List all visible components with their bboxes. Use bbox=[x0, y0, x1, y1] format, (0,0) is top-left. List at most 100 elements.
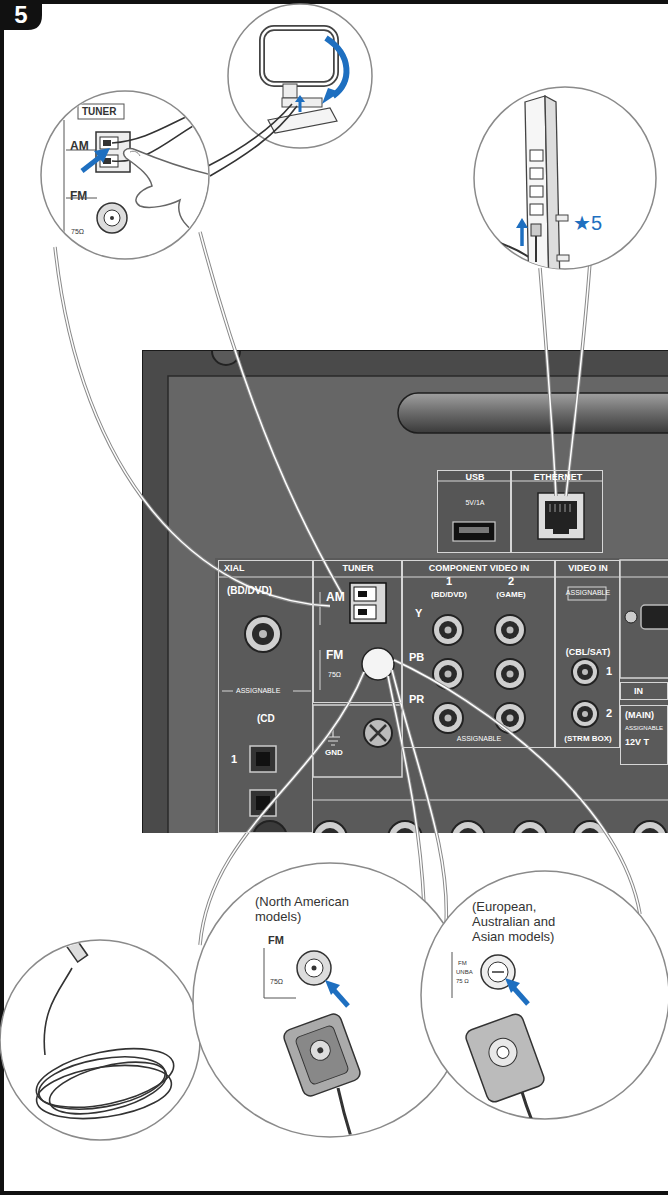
model-note: (European, Australian and Asian models) bbox=[472, 900, 590, 945]
tuner-terminal-closeup bbox=[124, 149, 212, 242]
receiver-rear-panel bbox=[550, 504, 570, 512]
tuner-terminal-closeup bbox=[97, 203, 127, 233]
port-label: Y bbox=[415, 607, 422, 620]
router-closeup bbox=[530, 168, 543, 179]
port-label: 1 bbox=[231, 753, 237, 766]
circle-outline bbox=[420, 870, 668, 1120]
receiver-rear-panel bbox=[507, 627, 514, 634]
terminal-label: GND bbox=[325, 748, 343, 757]
port-label: TUNER bbox=[343, 563, 374, 573]
callout-number: ★5 bbox=[573, 212, 602, 235]
model-note: UNBA bbox=[456, 969, 473, 976]
model-note: FM bbox=[458, 960, 467, 967]
fm-jack-closeup bbox=[522, 1092, 536, 1130]
fm-jack-closeup bbox=[305, 959, 323, 977]
receiver-rear-panel bbox=[364, 719, 392, 747]
antenna-cable-magnifier bbox=[35, 1048, 169, 1117]
receiver-rear-panel bbox=[572, 659, 598, 685]
antenna-cable-magnifier bbox=[62, 931, 72, 942]
receiver-rear-panel bbox=[256, 752, 270, 766]
router-closeup bbox=[520, 226, 524, 246]
tuner-terminal-closeup bbox=[100, 155, 118, 167]
receiver-rear-panel bbox=[354, 605, 376, 619]
receiver-rear-panel bbox=[259, 630, 267, 638]
receiver-rear-panel bbox=[398, 393, 668, 433]
fm-jack-closeup bbox=[492, 971, 504, 973]
circle-outline bbox=[40, 90, 210, 260]
receiver-rear-panel bbox=[362, 648, 394, 680]
fm-jack-closeup bbox=[297, 951, 331, 985]
fm-jack-closeup bbox=[264, 948, 296, 998]
port-section: TUNERAMFM75Ω bbox=[313, 560, 402, 703]
router-closeup bbox=[525, 96, 549, 296]
fm-jack-closeup bbox=[452, 952, 546, 1130]
antenna-cable-magnifier bbox=[31, 930, 179, 1127]
receiver-rear-panel bbox=[633, 821, 667, 833]
fm-jack-closeup bbox=[505, 978, 520, 993]
port-label: (BD/DVD) bbox=[431, 590, 467, 599]
antenna-cable-magnifier bbox=[0, 940, 200, 1140]
receiver-rear-panel bbox=[445, 627, 452, 634]
port-label: COMPONENT VIDEO IN bbox=[429, 563, 530, 573]
receiver-rear-panel bbox=[507, 671, 514, 678]
receiver-rear-panel bbox=[445, 715, 452, 722]
receiver-rear-panel bbox=[553, 528, 569, 534]
receiver-rear-panel bbox=[495, 615, 525, 645]
fm-jack-closeup bbox=[495, 1045, 510, 1060]
fm-jack-closeup bbox=[481, 955, 515, 989]
fm-jack-closeup bbox=[307, 1037, 333, 1063]
tuner-terminal-closeup bbox=[96, 132, 130, 172]
fm-jack-closeup bbox=[295, 1025, 350, 1086]
port-label: ASSIGNABLE bbox=[566, 589, 610, 597]
tuner-terminal-closeup bbox=[103, 158, 111, 164]
tuner-terminal-closeup bbox=[78, 104, 124, 119]
receiver-rear-panel bbox=[453, 522, 495, 541]
magnifier-circle: (European, Australian and Asian models) F… bbox=[420, 870, 668, 1120]
port-label: (MAIN) bbox=[625, 710, 654, 720]
antenna-cable-magnifier bbox=[33, 1058, 175, 1126]
router-closeup bbox=[530, 204, 543, 215]
tuner-terminal-closeup bbox=[103, 140, 111, 146]
receiver-rear-panel bbox=[641, 605, 668, 629]
model-note: 75Ω bbox=[270, 978, 283, 986]
port-label: 75Ω bbox=[328, 671, 341, 679]
port-section: VIDEO INASSIGNABLE(CBL/SAT)12(STRM BOX) bbox=[555, 560, 620, 748]
circle-outline bbox=[474, 87, 656, 269]
antenna-magnifier bbox=[228, 4, 372, 148]
receiver-rear-panel bbox=[252, 623, 274, 645]
port-label: (BD/DVD) bbox=[227, 585, 272, 597]
receiver-rear-panel bbox=[253, 821, 287, 833]
circle-outline bbox=[421, 871, 668, 1119]
circle-outline bbox=[473, 86, 657, 270]
port-label: 1 bbox=[606, 665, 612, 678]
port-label: 12V T bbox=[625, 737, 649, 747]
fm-jack-closeup bbox=[485, 1034, 521, 1070]
port-label: (CD bbox=[257, 713, 275, 725]
receiver-rear-panel bbox=[433, 615, 598, 733]
receiver-rear-panel bbox=[545, 501, 577, 529]
receiver-rear-panel bbox=[218, 481, 668, 800]
port-label: ASSIGNABLE bbox=[457, 735, 501, 743]
antenna-magnifier bbox=[326, 38, 346, 96]
port-label: PB bbox=[409, 651, 424, 664]
receiver-rear-panel bbox=[501, 709, 519, 727]
port-section: COMPONENT VIDEO IN12(BD/DVD)(GAME)YPBPRA… bbox=[402, 560, 555, 748]
port-section: (MAIN)ASSIGNABLE12V T bbox=[620, 705, 668, 765]
tuner-terminal-closeup bbox=[110, 216, 114, 220]
receiver-rear-panel bbox=[320, 828, 340, 833]
router-closeup bbox=[530, 186, 543, 197]
magnifier-leader bbox=[55, 232, 342, 606]
magnifier-leader bbox=[540, 262, 590, 496]
port-section: IN bbox=[620, 682, 668, 700]
receiver-rear-panel bbox=[501, 621, 519, 639]
port-label: (CBL/SAT) bbox=[566, 647, 610, 657]
fm-jack-closeup bbox=[452, 952, 453, 998]
router-closeup bbox=[535, 236, 537, 262]
antenna-magnifier bbox=[262, 28, 336, 84]
magnifier-circle: ★5 bbox=[473, 86, 657, 270]
receiver-rear-panel bbox=[620, 560, 668, 678]
receiver-rear-panel bbox=[439, 621, 457, 639]
receiver-rear-panel bbox=[582, 669, 588, 675]
